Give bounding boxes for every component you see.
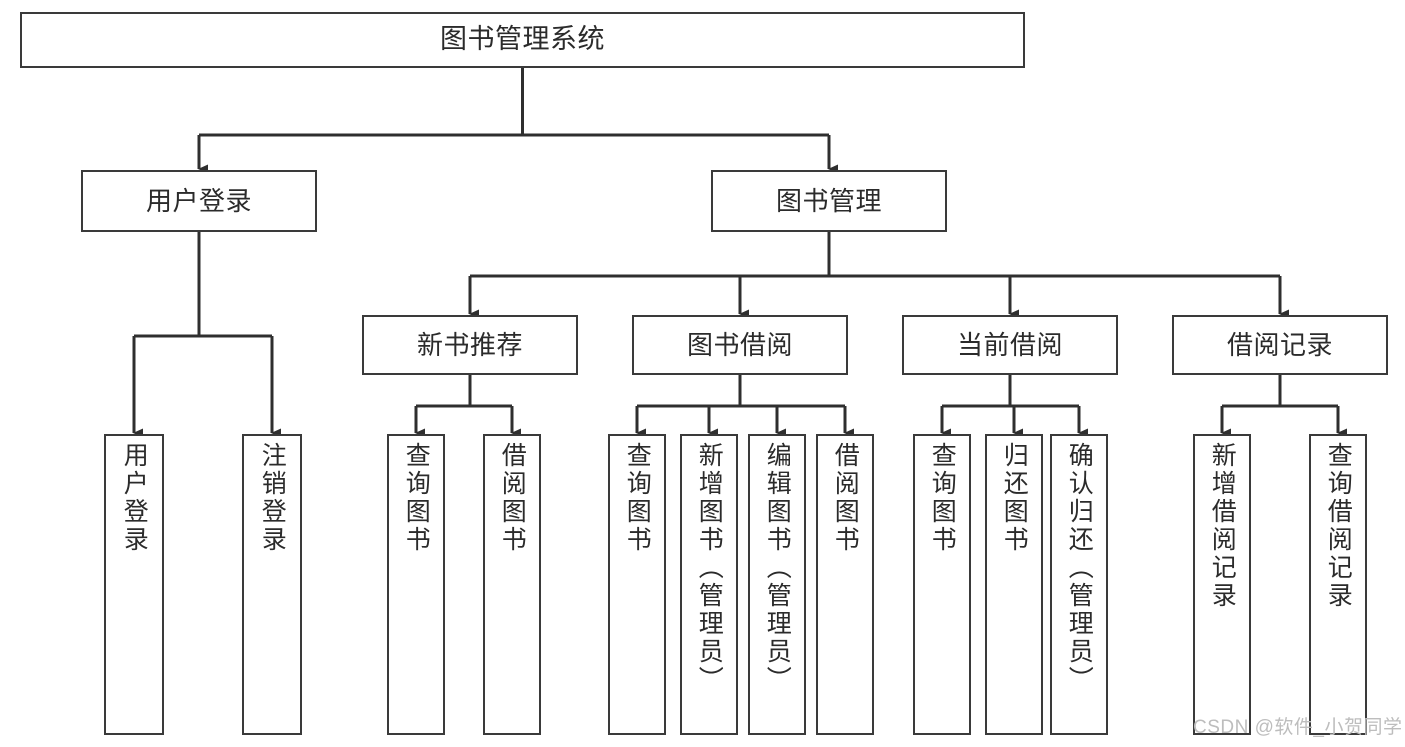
node-new-book-rec[interactable]: 新书推荐 xyxy=(362,315,578,375)
node-leaf-user-login[interactable]: 用户登录 xyxy=(104,434,164,735)
node-label-book-borrow: 图书借阅 xyxy=(686,329,793,360)
node-label-borrow-record: 借阅记录 xyxy=(1226,329,1333,360)
node-leaf-return[interactable]: 归还图书 xyxy=(985,434,1043,735)
node-leaf-query-2[interactable]: 查询图书 xyxy=(608,434,666,735)
node-leaf-edit-book[interactable]: 编辑图书（管理员） xyxy=(748,434,806,735)
node-label-leaf-user-login: 用户登录 xyxy=(120,442,149,554)
node-label-leaf-qry-record: 查询借阅记录 xyxy=(1324,442,1353,610)
node-label-leaf-confirm: 确认归还（管理员） xyxy=(1065,442,1094,694)
node-root[interactable]: 图书管理系统 xyxy=(20,12,1025,68)
node-label-leaf-query-1: 查询图书 xyxy=(402,442,431,554)
node-label-book-manage: 图书管理 xyxy=(775,185,882,216)
node-label-leaf-add-record: 新增借阅记录 xyxy=(1208,442,1237,610)
node-user-login[interactable]: 用户登录 xyxy=(81,170,317,232)
node-leaf-confirm[interactable]: 确认归还（管理员） xyxy=(1050,434,1108,735)
node-label-leaf-query-3: 查询图书 xyxy=(928,442,957,554)
node-label-leaf-borrow-1: 借阅图书 xyxy=(498,442,527,554)
node-label-leaf-query-2: 查询图书 xyxy=(623,442,652,554)
node-book-manage[interactable]: 图书管理 xyxy=(711,170,947,232)
node-label-user-login: 用户登录 xyxy=(145,185,252,216)
node-current-borrow[interactable]: 当前借阅 xyxy=(902,315,1118,375)
node-leaf-borrow-1[interactable]: 借阅图书 xyxy=(483,434,541,735)
node-label-leaf-edit-book: 编辑图书（管理员） xyxy=(763,442,792,694)
node-label-leaf-add-book: 新增图书（管理员） xyxy=(695,442,724,694)
node-leaf-logout[interactable]: 注销登录 xyxy=(242,434,302,735)
node-label-leaf-return: 归还图书 xyxy=(1000,442,1029,554)
node-leaf-query-3[interactable]: 查询图书 xyxy=(913,434,971,735)
node-leaf-borrow-2[interactable]: 借阅图书 xyxy=(816,434,874,735)
node-leaf-add-book[interactable]: 新增图书（管理员） xyxy=(680,434,738,735)
node-label-leaf-borrow-2: 借阅图书 xyxy=(831,442,860,554)
node-label-root: 图书管理系统 xyxy=(440,24,605,55)
node-leaf-qry-record[interactable]: 查询借阅记录 xyxy=(1309,434,1367,735)
node-label-leaf-logout: 注销登录 xyxy=(258,442,287,554)
node-label-new-book-rec: 新书推荐 xyxy=(416,329,523,360)
node-leaf-add-record[interactable]: 新增借阅记录 xyxy=(1193,434,1251,735)
node-borrow-record[interactable]: 借阅记录 xyxy=(1172,315,1388,375)
node-book-borrow[interactable]: 图书借阅 xyxy=(632,315,848,375)
node-leaf-query-1[interactable]: 查询图书 xyxy=(387,434,445,735)
csdn-watermark: CSDN @软件_小贺同学 xyxy=(1193,717,1403,738)
node-label-current-borrow: 当前借阅 xyxy=(956,329,1063,360)
